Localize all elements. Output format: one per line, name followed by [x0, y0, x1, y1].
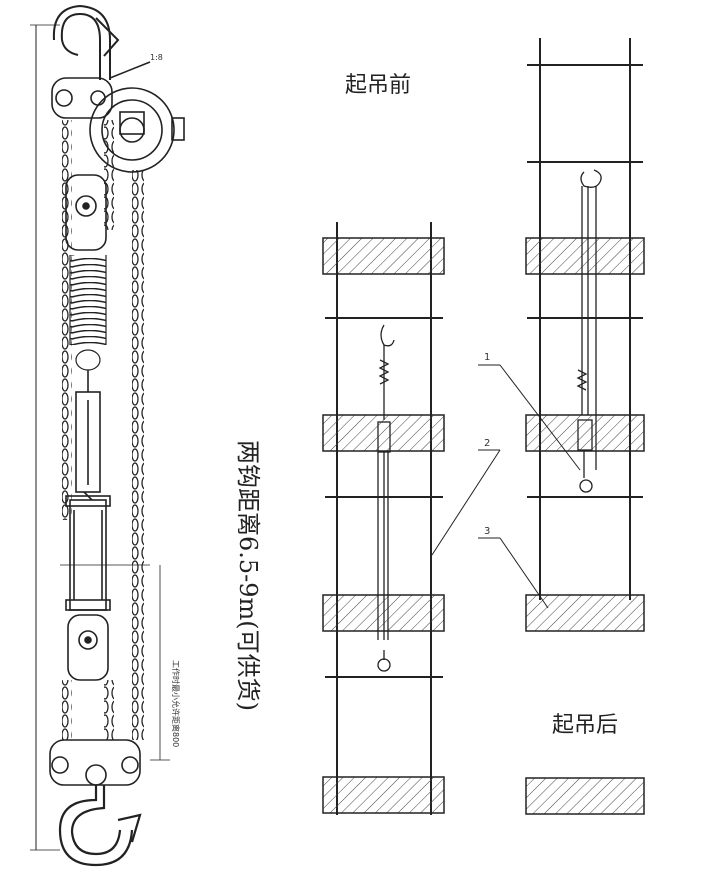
slab [322, 414, 445, 452]
spring [69, 255, 107, 371]
hoist-detail [30, 4, 185, 867]
top-hook [52, 4, 120, 80]
long-pulley [60, 495, 150, 611]
after-title: 起吊后 [552, 713, 618, 738]
hook-distance-caption: 两钩距离6.5-9m(可供货) [234, 440, 262, 711]
callout-leaders [431, 364, 581, 609]
bottom-hook [58, 785, 142, 867]
hook-distance-text: 两钩距离6.5-9m(可供货) [234, 440, 262, 711]
slab [525, 237, 645, 275]
slab [322, 776, 445, 814]
hoist-before [377, 324, 395, 672]
lower-block [49, 614, 141, 786]
slab [322, 237, 445, 275]
mid-pulley [65, 174, 107, 251]
work-note-label: 工作时最小允许距离800 [171, 660, 181, 747]
slab [525, 414, 645, 452]
top-block [51, 61, 185, 173]
turnbuckle [75, 370, 101, 501]
callout-1: 1 [484, 352, 490, 363]
hoist-after [576, 169, 602, 493]
callout-3: 3 [484, 526, 490, 537]
before-title: 起吊前 [345, 73, 411, 98]
scale-label: 1:8 [150, 53, 163, 62]
frame-after [525, 38, 645, 815]
callout-2: 2 [484, 438, 490, 449]
slab [525, 594, 645, 632]
slab [525, 777, 645, 815]
frame-before [322, 222, 445, 815]
